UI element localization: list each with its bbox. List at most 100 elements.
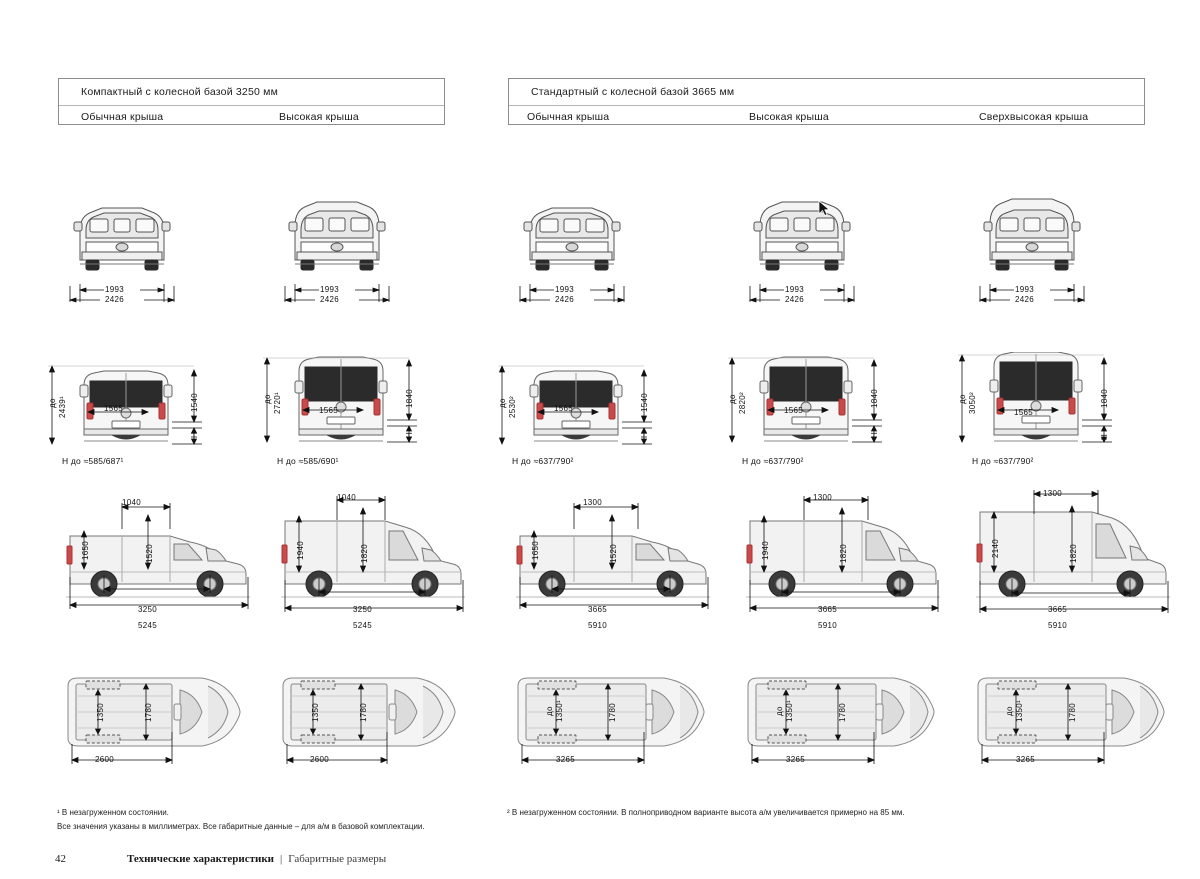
group-title-compact: Компактный с колесной базой 3250 мм (81, 86, 278, 98)
dim-top-cargo-width: 1780 (838, 703, 847, 722)
dim-rear-step-label: H (870, 431, 879, 438)
dim-rear-overall-prefix: до (958, 394, 967, 404)
rear-caption-standard-normal: H до ≈637/790² (512, 456, 574, 466)
front-view-standard-high (742, 186, 862, 286)
front-view-compact-normal (62, 186, 182, 286)
dim-front-mirrors: 2426 (105, 295, 124, 304)
dim-top-cargo-length: 3265 (556, 755, 575, 764)
dim-rear-step-label: H (190, 431, 199, 438)
side-view-standard-high (742, 505, 942, 602)
dim-rear-body-height: 1840 (1100, 389, 1109, 408)
group-divider (509, 105, 1144, 106)
dim-top-cargo-width: 1780 (144, 703, 153, 722)
dim-side-wheelbase: 3250 (138, 605, 157, 614)
dim-rear-overall-height: 2530² (508, 396, 517, 418)
side-view-compact-normal (62, 512, 252, 602)
dim-side-door-width: 1040 (122, 498, 141, 507)
roof-label-standard-superhigh: Сверхвысокая крыша (979, 111, 1089, 123)
dim-side-cargo-height-mid: 1520 (609, 544, 618, 563)
dim-side-wheelbase: 3665 (588, 605, 607, 614)
dim-front-track: 1993 (555, 285, 574, 294)
dim-rear-track: 1565 (319, 406, 338, 415)
rear-view-standard-normal (512, 363, 642, 448)
dim-side-door-width: 1040 (337, 493, 356, 502)
footnotes-left: ¹ В незагруженном состоянии. Все значени… (57, 806, 487, 834)
top-view-standard-normal (512, 672, 712, 752)
dim-rear-overall-prefix: до (263, 394, 272, 404)
rear-view-standard-superhigh (972, 352, 1102, 448)
dim-side-cargo-height-mid: 1820 (839, 544, 848, 563)
dim-side-wheelbase: 3250 (353, 605, 372, 614)
dim-rear-body-height: 1540 (640, 393, 649, 412)
page-number: 42 (55, 853, 66, 865)
dim-top-cargo-length: 2600 (95, 755, 114, 764)
dim-side-cargo-height-rear: 1650 (531, 541, 540, 560)
rear-caption-compact-normal: H до ≈585/687¹ (62, 456, 124, 466)
rear-view-compact-normal (62, 363, 192, 448)
dim-side-cargo-height-mid: 1820 (1069, 544, 1078, 563)
group-divider (59, 105, 444, 106)
dim-rear-overall-prefix: до (728, 394, 737, 404)
dim-top-cargo-width: 1780 (359, 703, 368, 722)
roof-label-compact-high: Высокая крыша (279, 111, 359, 123)
dim-side-length: 5910 (1048, 621, 1067, 630)
dim-side-length: 5245 (138, 621, 157, 630)
dim-side-cargo-height-mid: 1820 (360, 544, 369, 563)
dim-front-mirrors: 2426 (320, 295, 339, 304)
dim-side-door-width: 1300 (1043, 489, 1062, 498)
dim-rear-step-label: H (640, 431, 649, 438)
dim-rear-overall-prefix: до (498, 398, 507, 408)
rear-view-standard-high (742, 355, 872, 448)
dim-rear-track: 1565 (554, 404, 573, 413)
dim-rear-body-height: 1540 (190, 393, 199, 412)
dim-top-between-arches-prefix: до (1005, 706, 1014, 716)
dim-rear-overall-height: 2720¹ (273, 392, 282, 414)
dim-front-mirrors: 2426 (1015, 295, 1034, 304)
roof-label-standard-normal: Обычная крыша (527, 111, 610, 123)
dim-rear-overall-prefix: до (48, 398, 57, 408)
dim-top-cargo-length: 2600 (310, 755, 329, 764)
dim-rear-overall-height: 3050² (968, 392, 977, 414)
group-title-standard: Стандартный с колесной базой 3665 мм (531, 86, 735, 98)
cursor-pointer-icon (818, 200, 830, 222)
dim-front-track: 1993 (105, 285, 124, 294)
footnote-left-1: ¹ В незагруженном состоянии. (57, 808, 169, 817)
dim-side-cargo-height-rear: 1650 (81, 541, 90, 560)
group-header-standard: Стандартный с колесной базой 3665 мм Обы… (508, 78, 1145, 125)
dim-front-mirrors: 2426 (555, 295, 574, 304)
dim-side-length: 5910 (588, 621, 607, 630)
dim-rear-track: 1565 (104, 404, 123, 413)
front-view-compact-high (277, 186, 397, 286)
dim-rear-step-label: H (1100, 433, 1109, 440)
dim-front-track: 1993 (1015, 285, 1034, 294)
top-view-compact-high (277, 672, 462, 752)
roof-label-standard-high: Высокая крыша (749, 111, 829, 123)
dim-rear-body-height: 1840 (405, 389, 414, 408)
dim-side-cargo-height-mid: 1520 (145, 544, 154, 563)
footnotes-right: ² В незагруженном состоянии. В полноприв… (507, 806, 1067, 820)
dim-side-wheelbase: 3665 (818, 605, 837, 614)
rear-caption-standard-superhigh: H до ≈637/790² (972, 456, 1034, 466)
footer-subsection: Габаритные размеры (288, 853, 387, 865)
dim-top-cargo-length: 3265 (1016, 755, 1035, 764)
dim-rear-track: 1565 (1014, 408, 1033, 417)
footnote-left-2: Все значения указаны в миллиметрах. Все … (57, 822, 425, 831)
dim-side-door-width: 1300 (583, 498, 602, 507)
dim-side-cargo-height-rear: 1940 (761, 541, 770, 560)
dim-top-between-arches: 1350¹ (555, 700, 564, 722)
dim-top-between-arches: 1350 (96, 703, 105, 722)
dim-side-door-width: 1300 (813, 493, 832, 502)
footnote-right-1: ² В незагруженном состоянии. В полноприв… (507, 808, 905, 817)
dim-top-cargo-width: 1780 (1068, 703, 1077, 722)
top-view-compact-normal (62, 672, 247, 752)
dim-side-cargo-height-rear: 1940 (296, 541, 305, 560)
dim-side-length: 5245 (353, 621, 372, 630)
group-header-compact: Компактный с колесной базой 3250 мм Обыч… (58, 78, 445, 125)
dim-top-between-arches-prefix: до (545, 706, 554, 716)
dim-top-between-arches: 1350¹ (785, 700, 794, 722)
dim-top-between-arches-prefix: до (775, 706, 784, 716)
dim-front-mirrors: 2426 (785, 295, 804, 304)
dim-top-between-arches: 1350¹ (1015, 700, 1024, 722)
dim-side-wheelbase: 3665 (1048, 605, 1067, 614)
